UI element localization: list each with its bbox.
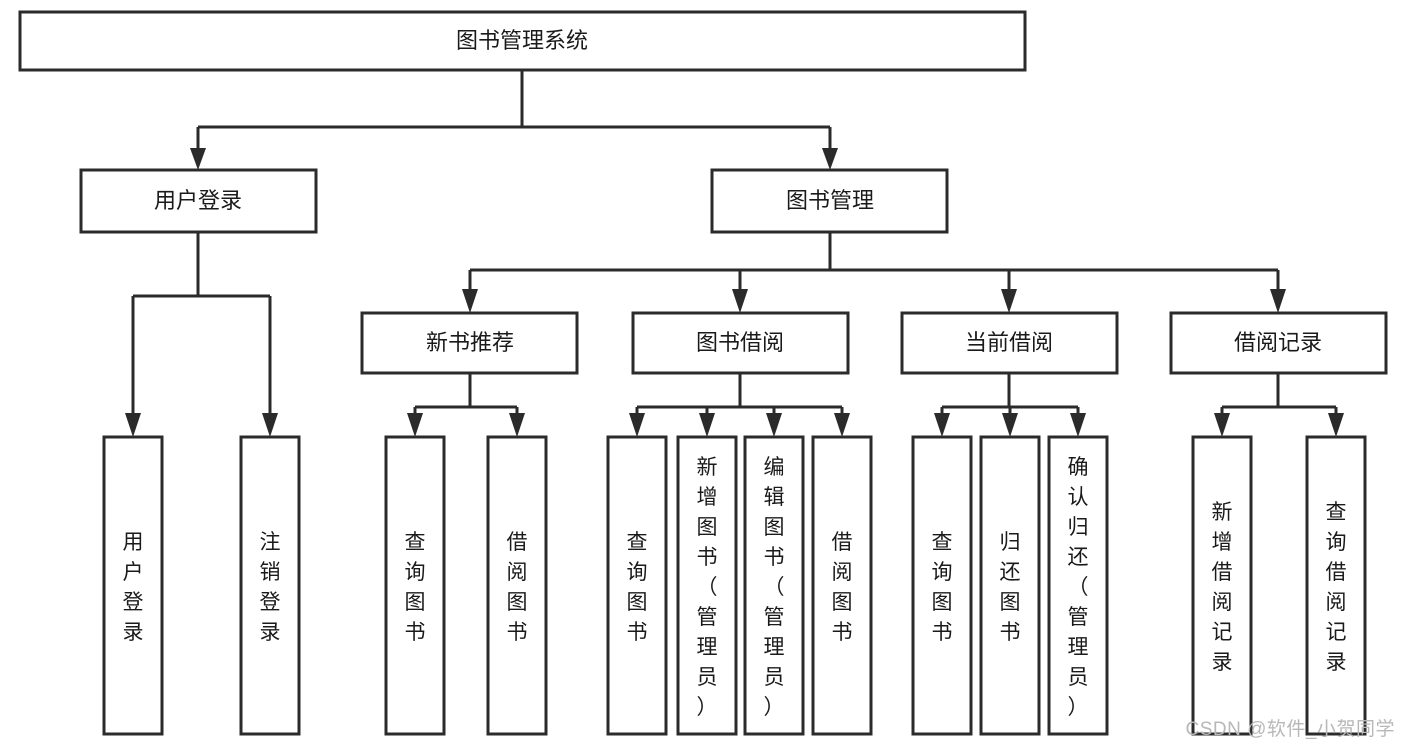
arrow-cb-leaf2 bbox=[1002, 413, 1018, 437]
leaf-add-book-label: 新增图书（管理员） bbox=[697, 456, 718, 719]
leaf-return-book[interactable]: 归还图书 bbox=[979, 435, 1041, 736]
leaf-borrow-book-1[interactable]: 借阅图书 bbox=[486, 435, 548, 736]
arrow-bb-leaf1 bbox=[629, 413, 645, 437]
leaf-confirm-return-label: 确认归还（管理员） bbox=[1068, 456, 1089, 719]
node-book-manage[interactable]: 图书管理 bbox=[710, 168, 949, 234]
arrow-bb-leaf2 bbox=[699, 413, 715, 437]
arrow-to-current-borrow bbox=[1001, 289, 1017, 313]
leaf-query-book-1-box[interactable] bbox=[384, 435, 446, 736]
node-new-book-rec-box[interactable] bbox=[360, 311, 579, 375]
arrow-bb-leaf4 bbox=[834, 413, 850, 437]
leaf-edit-book[interactable]: 编辑图书（管理员） bbox=[743, 435, 805, 736]
leaf-borrow-book-2-box[interactable] bbox=[811, 435, 873, 736]
node-user-login-label: 用户登录 bbox=[154, 188, 242, 213]
leaf-add-record-box[interactable] bbox=[1191, 435, 1253, 736]
leaf-query-book-2-label: 查询图书 bbox=[627, 531, 648, 644]
node-new-book-rec-label: 新书推荐 bbox=[426, 330, 514, 355]
leaf-return-book-box[interactable] bbox=[979, 435, 1041, 736]
node-borrow-record-label: 借阅记录 bbox=[1234, 330, 1322, 355]
leaf-query-book-1[interactable]: 查询图书 bbox=[384, 435, 446, 736]
leaf-query-record-label: 查询借阅记录 bbox=[1326, 501, 1347, 674]
leaf-logout-login[interactable]: 注销登录 bbox=[239, 435, 301, 736]
arrow-to-book-borrow bbox=[732, 289, 748, 313]
csdn-watermark: CSDN @软件_小贺同学 bbox=[1185, 719, 1395, 740]
node-user-login-box[interactable] bbox=[79, 168, 318, 234]
leaf-query-book-3-box[interactable] bbox=[911, 435, 973, 736]
leaf-query-book-1-label: 查询图书 bbox=[405, 531, 426, 644]
arrow-to-user-login bbox=[190, 148, 206, 170]
arrow-ul-leaf1 bbox=[125, 413, 141, 437]
leaf-borrow-book-2[interactable]: 借阅图书 bbox=[811, 435, 873, 736]
node-user-login[interactable]: 用户登录 bbox=[79, 168, 318, 234]
node-book-manage-label: 图书管理 bbox=[786, 188, 874, 213]
node-root-label: 图书管理系统 bbox=[456, 28, 588, 53]
leaf-logout-login-box[interactable] bbox=[239, 435, 301, 736]
node-borrow-record[interactable]: 借阅记录 bbox=[1169, 311, 1388, 375]
leaf-user-login-box[interactable] bbox=[102, 435, 164, 736]
arrow-to-borrow-record bbox=[1270, 289, 1286, 313]
leaf-return-book-label: 归还图书 bbox=[1000, 531, 1021, 644]
node-current-borrow[interactable]: 当前借阅 bbox=[900, 311, 1119, 375]
leaf-edit-book-label: 编辑图书（管理员） bbox=[764, 456, 785, 719]
leaf-user-login-label: 用户登录 bbox=[123, 531, 144, 644]
leaf-borrow-book-1-box[interactable] bbox=[486, 435, 548, 736]
leaf-user-login[interactable]: 用户登录 bbox=[102, 435, 164, 736]
leaf-query-record[interactable]: 查询借阅记录 bbox=[1305, 435, 1367, 736]
node-book-borrow-label: 图书借阅 bbox=[696, 330, 784, 355]
leaf-query-book-2-box[interactable] bbox=[606, 435, 668, 736]
node-current-borrow-box[interactable] bbox=[900, 311, 1119, 375]
arrow-br-leaf2 bbox=[1328, 413, 1344, 437]
node-new-book-rec[interactable]: 新书推荐 bbox=[360, 311, 579, 375]
node-book-borrow[interactable]: 图书借阅 bbox=[631, 311, 850, 375]
node-root-box[interactable] bbox=[18, 10, 1027, 72]
leaf-borrow-book-2-label: 借阅图书 bbox=[832, 531, 853, 644]
leaf-edit-book-box[interactable] bbox=[743, 435, 805, 736]
leaf-add-book[interactable]: 新增图书（管理员） bbox=[676, 435, 738, 736]
arrow-cb-leaf3 bbox=[1070, 413, 1086, 437]
node-root[interactable]: 图书管理系统 bbox=[18, 10, 1027, 72]
connector-layer bbox=[125, 70, 1344, 437]
arrow-to-book-manage bbox=[822, 148, 838, 170]
leaf-query-record-box[interactable] bbox=[1305, 435, 1367, 736]
leaf-query-book-3[interactable]: 查询图书 bbox=[911, 435, 973, 736]
leaf-borrow-book-1-label: 借阅图书 bbox=[507, 531, 528, 644]
leaf-logout-login-label: 注销登录 bbox=[260, 531, 281, 644]
node-book-borrow-box[interactable] bbox=[631, 311, 850, 375]
arrow-br-leaf1 bbox=[1214, 413, 1230, 437]
arrow-cb-leaf1 bbox=[934, 413, 950, 437]
leaf-confirm-return-box[interactable] bbox=[1047, 435, 1109, 736]
node-current-borrow-label: 当前借阅 bbox=[965, 330, 1053, 355]
arrow-nbr-leaf1 bbox=[407, 413, 423, 437]
arrow-to-new-book-rec bbox=[462, 289, 478, 313]
arrow-nbr-leaf2 bbox=[509, 413, 525, 437]
leaf-add-book-box[interactable] bbox=[676, 435, 738, 736]
leaf-confirm-return[interactable]: 确认归还（管理员） bbox=[1047, 435, 1109, 736]
leaf-query-book-2[interactable]: 查询图书 bbox=[606, 435, 668, 736]
arrow-ul-leaf2 bbox=[262, 413, 278, 437]
node-borrow-record-box[interactable] bbox=[1169, 311, 1388, 375]
node-book-manage-box[interactable] bbox=[710, 168, 949, 234]
leaf-query-book-3-label: 查询图书 bbox=[932, 531, 953, 644]
arrow-bb-leaf3 bbox=[766, 413, 782, 437]
leaf-add-record[interactable]: 新增借阅记录 bbox=[1191, 435, 1253, 736]
leaf-add-record-label: 新增借阅记录 bbox=[1212, 501, 1233, 674]
